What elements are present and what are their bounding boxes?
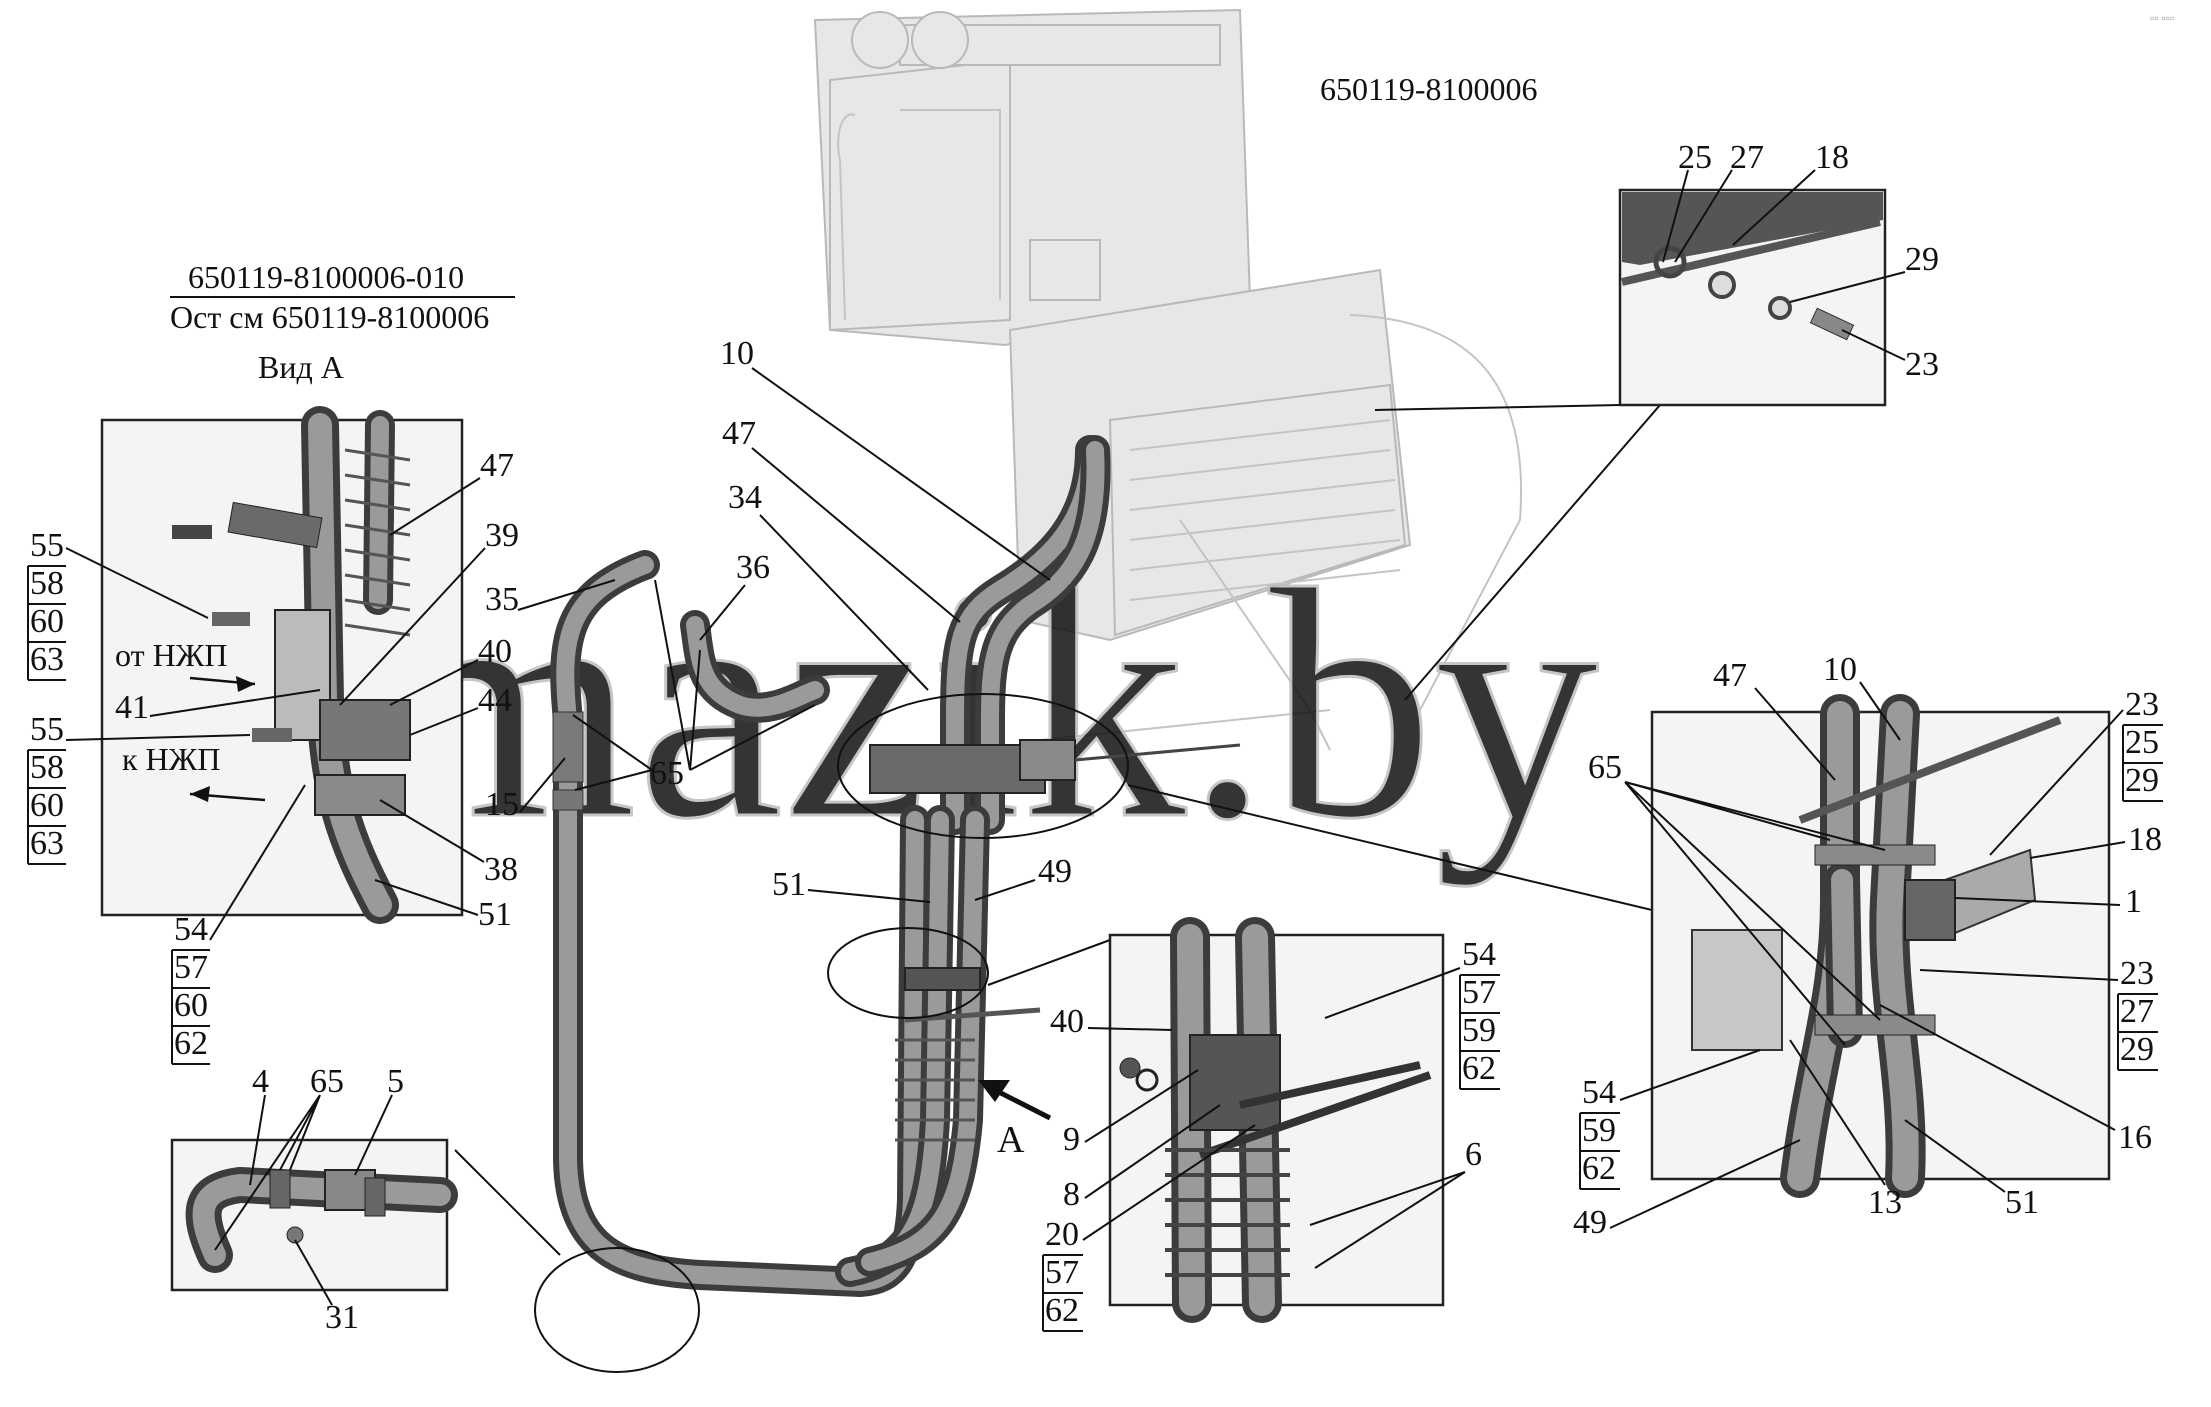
main-callouts: 10 47 34 35 36 65 15 51 49 А [485, 335, 1072, 1161]
c-callout-9: 9 [1063, 1121, 1080, 1158]
stack-item: 27 [2120, 993, 2154, 1030]
variant-note: Ост см 650119-8100006 [170, 299, 489, 335]
view-a-callout-41: 41 [115, 689, 149, 726]
r-callout-51: 51 [2005, 1184, 2039, 1221]
stack-item: 23 [2120, 955, 2154, 992]
callout-47: 47 [722, 415, 756, 452]
stack-item: 62 [1582, 1150, 1616, 1187]
view-a-callout-51: 51 [478, 896, 512, 933]
stack-item: 60 [30, 603, 64, 640]
variant-title: 650119-8100006-010 [188, 259, 464, 295]
view-a-callout-40: 40 [478, 633, 512, 670]
callout-10: 10 [720, 335, 754, 372]
stack-item: 62 [174, 1025, 208, 1062]
right-stack-a: 23 25 29 [1989, 686, 2163, 856]
c-callout-40: 40 [1050, 1003, 1084, 1040]
title-block: 650119-8100006 650119-8100006-010 Ост см… [170, 11, 2174, 385]
detail-center: 40 9 8 6 54 57 59 62 20 57 62 [1042, 917, 1500, 1332]
r-callout-1: 1 [2125, 883, 2142, 920]
center-stack-a: 54 57 59 62 [1324, 936, 1500, 1090]
detail-bottom-left: 4 65 5 31 [170, 1063, 458, 1336]
view-a-callout-39: 39 [485, 517, 519, 554]
stack-item: 63 [30, 641, 64, 678]
view-a-stack-c: 54 57 60 62 [171, 784, 306, 1065]
view-a-callout-38: 38 [484, 851, 518, 888]
stack-item: 54 [1462, 936, 1496, 973]
r-callout-18: 18 [2128, 821, 2162, 858]
view-label: Вид А [258, 349, 344, 385]
r-callout-49: 49 [1573, 1204, 1607, 1241]
stack-item: 25 [2125, 724, 2159, 761]
tr-callout-27: 27 [1730, 139, 1764, 176]
callout-51-main: 51 [772, 866, 806, 903]
bl-callout-5: 5 [387, 1063, 404, 1100]
view-a-stack-b: 55 58 60 63 [27, 711, 251, 865]
stack-item: 58 [30, 565, 64, 602]
stack-item: 20 [1045, 1216, 1079, 1253]
stack-item: 60 [174, 987, 208, 1024]
ghost-heater-unit [813, 8, 1522, 751]
bl-callout-31: 31 [325, 1299, 359, 1336]
detail-right: 47 10 65 18 1 16 13 51 49 23 25 29 23 27… [1573, 651, 2163, 1241]
right-stack-b: 23 27 29 [1919, 955, 2158, 1071]
stack-item: 57 [1462, 974, 1496, 1011]
stack-item: 57 [1045, 1254, 1079, 1291]
callout-65-main: 65 [650, 755, 684, 792]
stack-item: 57 [174, 949, 208, 986]
callout-35: 35 [485, 581, 519, 618]
r-callout-65: 65 [1588, 749, 1622, 786]
flow-to-njp: к НЖП [122, 741, 220, 777]
tr-callout-23: 23 [1905, 346, 1939, 383]
stack-item: 62 [1045, 1292, 1079, 1329]
stack-item: 55 [30, 711, 64, 748]
callout-49-main: 49 [1038, 853, 1072, 890]
r-callout-10: 10 [1823, 651, 1857, 688]
flow-from-njp: от НЖП [115, 637, 227, 673]
view-a-callout-44: 44 [478, 682, 512, 719]
stack-item: 62 [1462, 1050, 1496, 1087]
stack-item: 60 [30, 787, 64, 824]
stack-item: 54 [1582, 1074, 1616, 1111]
stack-item: 58 [30, 749, 64, 786]
center-stack-b: 20 57 62 [1042, 1124, 1256, 1332]
tr-callout-18: 18 [1815, 139, 1849, 176]
bl-callout-4: 4 [252, 1063, 269, 1100]
stack-item: 59 [1462, 1012, 1496, 1049]
r-callout-47: 47 [1713, 657, 1747, 694]
bl-callout-65: 65 [310, 1063, 344, 1100]
callout-15: 15 [485, 786, 519, 823]
detail-top-right: 25 27 18 29 23 [1618, 139, 1939, 407]
detail-view-a: 47 39 40 44 41 38 51 от НЖП к НЖП 55 58 … [27, 406, 519, 1065]
callout-36: 36 [736, 549, 770, 586]
corner-mark: ▫▫ ▫▫▫ [2150, 11, 2174, 25]
stack-item: 59 [1582, 1112, 1616, 1149]
view-a-callout-47: 47 [480, 447, 514, 484]
r-callout-13: 13 [1868, 1184, 1902, 1221]
view-a-stack-a: 55 58 60 63 [27, 527, 209, 681]
stack-item: 54 [174, 911, 208, 948]
c-callout-6: 6 [1465, 1136, 1482, 1173]
c-callout-8: 8 [1063, 1176, 1080, 1213]
stack-item: 63 [30, 825, 64, 862]
main-title: 650119-8100006 [1320, 71, 1537, 107]
tr-callout-25: 25 [1678, 139, 1712, 176]
stack-item: 29 [2125, 762, 2159, 799]
callout-34: 34 [728, 479, 762, 516]
stack-item: 23 [2125, 686, 2159, 723]
callout-circles [454, 404, 1661, 1373]
hose-assembly [550, 435, 1241, 1297]
tr-callout-29: 29 [1905, 241, 1939, 278]
r-callout-16: 16 [2118, 1119, 2152, 1156]
stack-item: 29 [2120, 1031, 2154, 1068]
view-marker: А [997, 1119, 1025, 1161]
right-stack-c: 54 59 62 [1579, 1049, 1761, 1190]
stack-item: 55 [30, 527, 64, 564]
